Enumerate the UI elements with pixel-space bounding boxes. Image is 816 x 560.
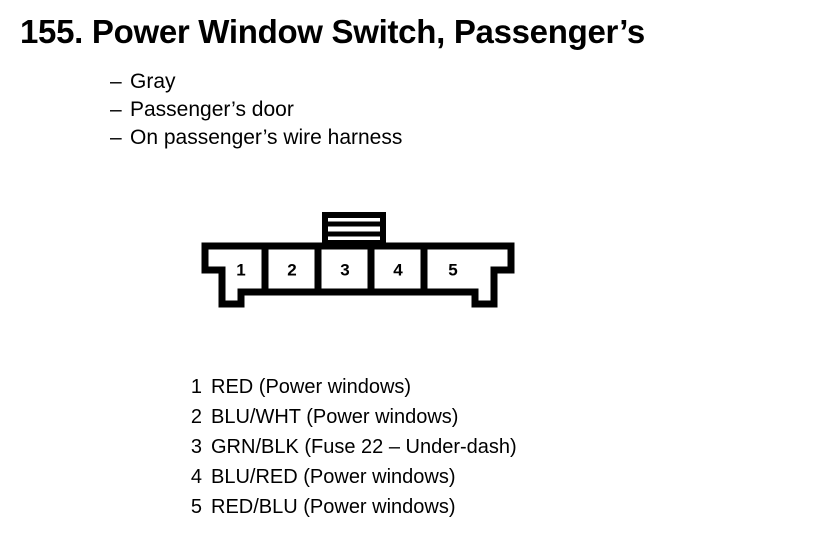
pin-legend-description: BLU/RED (Power windows)	[211, 466, 456, 488]
description-item-label: Passenger’s door	[130, 98, 294, 121]
pin-legend-number: 5	[190, 496, 202, 518]
connector-description-list: – Gray – Passenger’s door – On passenger…	[110, 68, 402, 152]
bullet-dash-icon: –	[110, 98, 122, 121]
pin-legend-list: 1 RED (Power windows) 2 BLU/WHT (Power w…	[180, 372, 517, 522]
connector-cavity-4: 4	[393, 260, 403, 279]
pin-legend-row: 5 RED/BLU (Power windows)	[180, 492, 517, 522]
page-title: 155. Power Window Switch, Passenger’s	[20, 13, 645, 50]
connector-cavity-1: 1	[236, 260, 245, 279]
pin-legend-description: RED (Power windows)	[211, 376, 412, 398]
connector-cavity-3: 3	[340, 260, 349, 279]
bullet-dash-icon: –	[110, 70, 122, 93]
pin-legend-row: 1 RED (Power windows)	[180, 372, 517, 402]
connector-body-outline	[201, 242, 515, 308]
connector-cavity-5: 5	[448, 260, 457, 279]
pin-legend-row: 2 BLU/WHT (Power windows)	[180, 402, 517, 432]
pin-legend-number: 4	[190, 466, 202, 488]
pin-legend-description: GRN/BLK (Fuse 22 – Under-dash)	[211, 436, 517, 458]
pin-legend-number: 1	[190, 376, 202, 398]
description-item-location: – Passenger’s door	[110, 96, 402, 124]
pin-legend-row: 3 GRN/BLK (Fuse 22 – Under-dash)	[180, 432, 517, 462]
bullet-dash-icon: –	[110, 126, 122, 149]
connector-latch-tab	[322, 212, 386, 246]
pin-legend-row: 4 BLU/RED (Power windows)	[180, 462, 517, 492]
description-item-label: Gray	[130, 70, 176, 93]
description-item-harness: – On passenger’s wire harness	[110, 124, 402, 152]
description-item-color: – Gray	[110, 68, 402, 96]
pin-legend-description: BLU/WHT (Power windows)	[211, 406, 459, 428]
connector-diagram: 1 2 3 4 5	[198, 208, 518, 318]
connector-cavity-2: 2	[287, 260, 296, 279]
pin-legend-description: RED/BLU (Power windows)	[211, 496, 456, 518]
pin-legend-number: 3	[190, 436, 202, 458]
connector-cavity-dividers	[261, 246, 428, 292]
description-item-label: On passenger’s wire harness	[130, 126, 403, 149]
pin-legend-number: 2	[190, 406, 202, 428]
